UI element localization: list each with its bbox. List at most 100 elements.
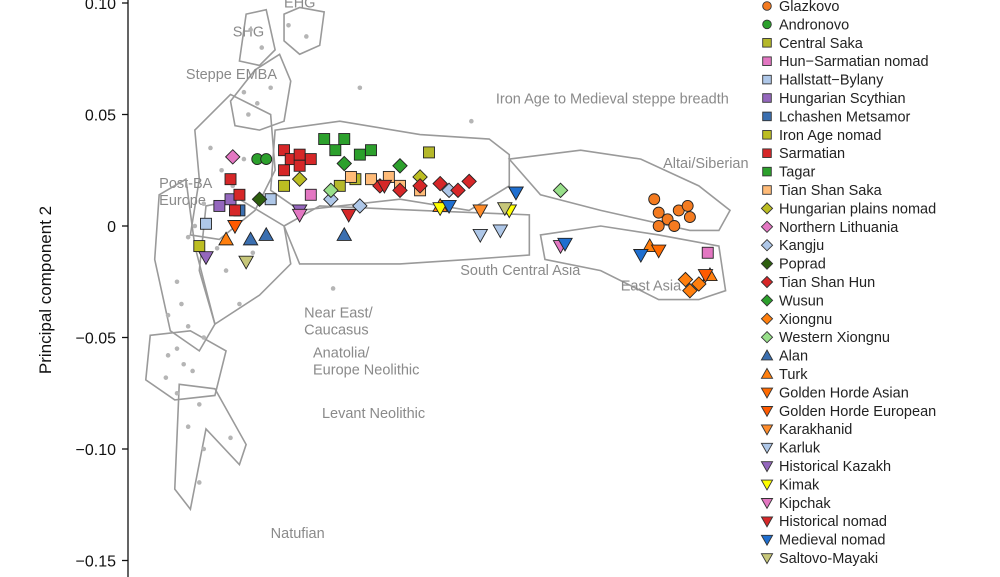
data-point (472, 228, 489, 243)
y-tick-label: 0.05 (85, 108, 116, 125)
region-label: Anatolia/Europe Neolithic (313, 346, 419, 379)
region-label: SHG (233, 24, 264, 40)
legend-marker-icon (762, 56, 772, 66)
reference-point (179, 301, 184, 307)
region-polygon (283, 205, 531, 265)
region-polygon (189, 93, 276, 241)
legend-label: Sarmatian (779, 146, 845, 162)
reference-point (219, 167, 224, 173)
legend-marker-icon (760, 424, 774, 436)
reference-points (163, 23, 474, 485)
data-point (293, 159, 306, 172)
legend-label: Historical nomad (779, 514, 887, 530)
data-point (340, 208, 357, 223)
legend-label: Xiongnu (779, 312, 832, 328)
legend-item: Karakhanid (760, 422, 852, 438)
legend-marker-icon (760, 220, 774, 234)
data-point (338, 133, 351, 145)
data-point (318, 133, 331, 145)
data-point (557, 237, 573, 252)
legend-item: Karluk (760, 441, 821, 457)
reference-point (330, 286, 336, 291)
data-point (682, 282, 698, 299)
legend-label: Turk (779, 367, 808, 383)
data-point (432, 202, 449, 217)
legend-label: Tagar (779, 165, 815, 181)
data-point (242, 231, 259, 246)
region-label-line: Iron Age to Medieval steppe breadth (496, 91, 729, 107)
legend-item: Hungarian plains nomad (760, 201, 936, 217)
data-point (677, 271, 694, 288)
region-polygon (539, 225, 727, 301)
legend-label: Tian Shan Saka (779, 183, 883, 199)
reference-point (181, 361, 186, 367)
reference-point (357, 85, 363, 91)
legend-label: Poprad (779, 257, 826, 273)
reference-point (185, 424, 191, 430)
y-tick-label: −0.15 (76, 554, 117, 571)
legend-item: Poprad (760, 257, 826, 273)
region-polygon (507, 149, 732, 232)
data-point (224, 149, 241, 165)
data-point (278, 164, 290, 177)
legend-marker-icon (760, 498, 774, 510)
reference-point (165, 312, 171, 318)
region-label: Near East/Caucasus (304, 305, 373, 338)
legend-item: Western Xiongnu (760, 330, 890, 346)
legend-item: Hun−Sarmatian nomad (762, 54, 929, 70)
legend-marker-icon (760, 442, 774, 455)
legend-marker-icon (760, 387, 774, 399)
region-polygon (238, 8, 276, 67)
legend-label: Golden Horde European (779, 404, 936, 420)
data-point (450, 182, 466, 199)
legend-label: Andronovo (779, 17, 849, 33)
region-polygon (173, 383, 248, 512)
reference-point (163, 375, 169, 380)
reference-point (250, 250, 256, 256)
legend-item: Kipchak (760, 496, 831, 512)
reference-point (190, 368, 195, 374)
legend-label: Hungarian Scythian (779, 91, 906, 107)
region-label-line: SHG (233, 24, 264, 40)
data-point (496, 202, 513, 217)
data-point (697, 269, 714, 284)
region-label-line: South Central Asia (460, 263, 581, 279)
legend-marker-icon (760, 349, 774, 361)
reference-point (241, 89, 247, 95)
legend-marker-icon (762, 148, 772, 158)
legend-label: Kangju (779, 238, 824, 254)
legend-item: Glazkovo (762, 0, 839, 15)
legend-item: Kimak (760, 477, 820, 493)
data-point (260, 153, 273, 166)
legend-label: Lchashen Metsamor (779, 109, 911, 125)
region-label-line: EHG (284, 0, 315, 11)
legend-label: Glazkovo (779, 0, 839, 15)
legend-label: Historical Kazakh (779, 459, 891, 475)
data-point (233, 188, 246, 201)
reference-point (165, 353, 171, 358)
data-point (323, 182, 339, 199)
data-point (213, 199, 226, 212)
data-point (336, 226, 353, 241)
data-point (681, 199, 694, 212)
region-label-line: East Asia (621, 279, 682, 295)
region-polygon (144, 329, 227, 401)
legend-marker-icon (760, 294, 774, 307)
data-point (304, 153, 317, 166)
data-point (650, 244, 667, 259)
y-axis-label: Principal component 2 (36, 206, 55, 374)
legend-label: Medieval nomad (779, 533, 885, 549)
legend-marker-icon (762, 38, 772, 48)
region-label-line: Altai/Siberian (663, 156, 748, 172)
legend-label: Alan (779, 349, 808, 365)
legend-item: Andronovo (762, 17, 849, 33)
legend-item: Tian Shan Saka (762, 183, 883, 199)
legend-label: Hungarian plains nomad (779, 201, 936, 217)
data-point (365, 144, 377, 157)
region-label-line: Europe Neolithic (313, 363, 419, 379)
legend-label: Central Saka (779, 36, 864, 52)
region-label-line: Steppe EMBA (186, 67, 277, 83)
reference-point (286, 23, 291, 28)
legend-item: Golden Horde European (760, 404, 936, 420)
